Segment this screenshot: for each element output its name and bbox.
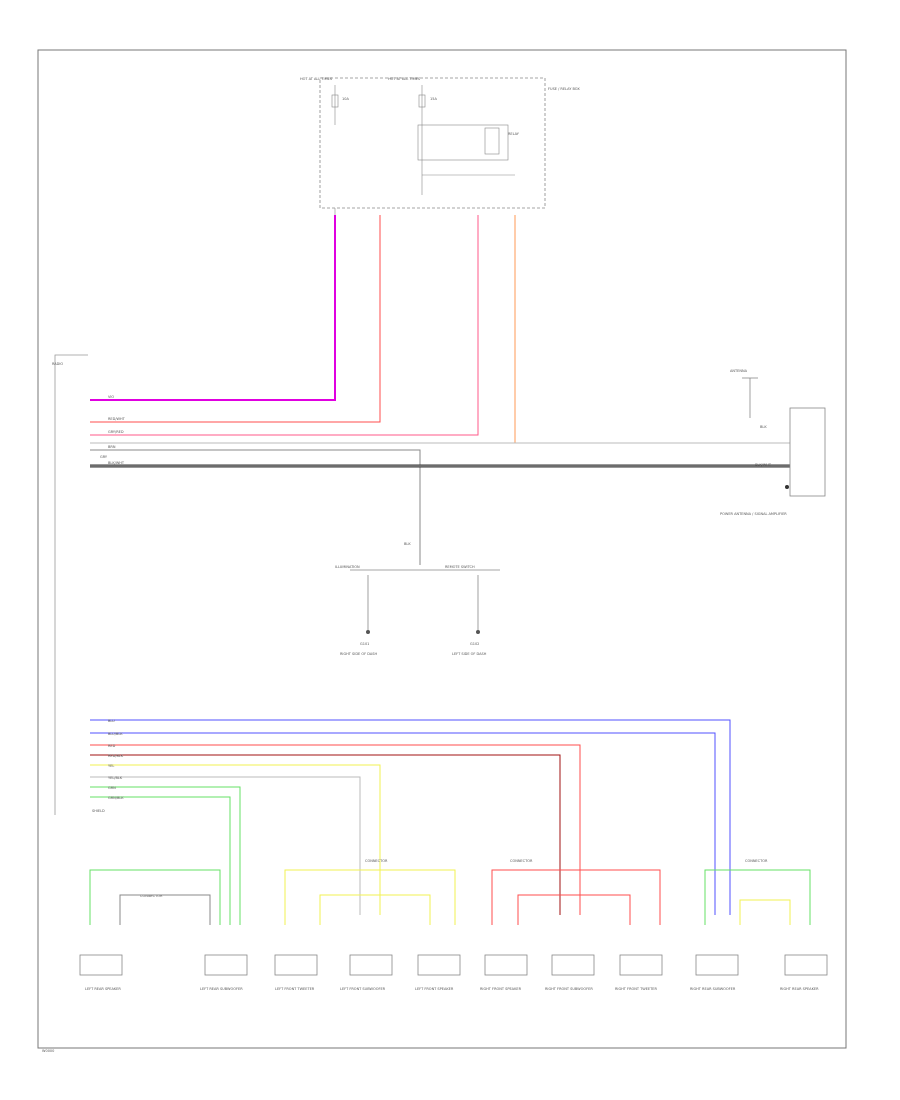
speaker-left-front-tweeter: LEFT FRONT TWEETER <box>274 954 318 991</box>
wire-label-violet: VIO <box>108 395 114 399</box>
wire-label-green: GRN <box>108 786 116 790</box>
wire-gray-red <box>90 215 479 436</box>
radio-connector: RADIO VIO RED/WHT GRY/RED BRN GRY BLK/WH… <box>52 354 126 815</box>
wire-label-black-white: BLK/WHT <box>108 461 125 465</box>
fuse-relay-box: HOT AT ALL TIMES HOT AT ALL TIMES 10A 15… <box>300 77 580 222</box>
wire-brown-down <box>90 449 421 565</box>
switch-left-label: ILLUMINATION <box>335 565 360 569</box>
speaker-left-front-subwoofer: LEFT FRONT SUBWOOFER <box>340 954 393 991</box>
fuse-box-caption: FUSE / RELAY BOX <box>548 87 580 91</box>
svg-text:RIGHT REAR SUBWOOFER: RIGHT REAR SUBWOOFER <box>690 987 736 991</box>
svg-text:LEFT REAR SUBWOOFER: LEFT REAR SUBWOOFER <box>200 987 243 991</box>
antenna-wire-a: BLK <box>760 425 767 429</box>
ground-right-id: G102 <box>470 642 479 646</box>
radio-caption: RADIO <box>52 362 63 366</box>
wire-red <box>90 744 581 915</box>
svg-text:RIGHT FRONT SPEAKER: RIGHT FRONT SPEAKER <box>480 987 522 991</box>
svg-text:LEFT FRONT SUBWOOFER: LEFT FRONT SUBWOOFER <box>340 987 386 991</box>
connector-label-2: CONNECTOR <box>510 859 533 863</box>
svg-text:RIGHT FRONT SUBWOOFER: RIGHT FRONT SUBWOOFER <box>545 987 593 991</box>
antenna-label: ANTENNA <box>730 369 748 373</box>
svg-text:RIGHT FRONT TWEETER: RIGHT FRONT TWEETER <box>615 987 657 991</box>
wire-label-shield: SHIELD <box>92 809 105 813</box>
fuse-a-label: 10A <box>342 97 349 101</box>
antenna-caption: POWER ANTENNA / SIGNAL AMPLIFIER <box>720 512 787 516</box>
wire-yellow-black <box>90 776 361 915</box>
svg-text:LEFT FRONT TWEETER: LEFT FRONT TWEETER <box>275 987 315 991</box>
wire-label-yellow: YEL <box>108 764 114 768</box>
wire-label-blue: BLU <box>108 719 115 723</box>
ground-left-caption: RIGHT SIDE OF DASH <box>340 652 377 656</box>
speaker-right-front: RIGHT FRONT SPEAKER <box>480 954 528 991</box>
wire-label-blue-black: BLU/BLK <box>108 732 123 736</box>
relay-coil <box>484 127 500 155</box>
wire-label-red-black: RED/BLK <box>108 754 124 758</box>
wire-label-green-black: GRN/BLK <box>108 796 124 800</box>
middle-section: BLK ILLUMINATION REMOTE SWITCH G101 G102… <box>335 542 500 656</box>
connector-label-3: CONNECTOR <box>745 859 768 863</box>
ground-left-id: G101 <box>360 642 369 646</box>
svg-text:LEFT FRONT SPEAKER: LEFT FRONT SPEAKER <box>415 987 454 991</box>
fuse-label-left: HOT AT ALL TIMES <box>300 77 333 81</box>
speaker-left-front: LEFT FRONT SPEAKER <box>415 954 461 991</box>
connector-label-1: CONNECTOR <box>365 859 388 863</box>
ground-g102-icon <box>476 630 480 634</box>
footer-code: W0000 <box>42 1049 54 1053</box>
wire-yellow <box>90 764 381 915</box>
wire-label-brown: BRN <box>108 445 116 449</box>
antenna-wire-b: BLK/WHT <box>755 463 772 467</box>
antenna-unit: ANTENNA BLK BLK/WHT POWER ANTENNA / SIGN… <box>720 369 826 516</box>
wire-red-black <box>90 754 561 915</box>
antenna-ground <box>785 485 789 489</box>
wire-blue-black <box>90 732 716 915</box>
svg-text:LEFT REAR SPEAKER: LEFT REAR SPEAKER <box>85 987 121 991</box>
ground-right-caption: LEFT SIDE OF DASH <box>452 652 487 656</box>
wire-red-white <box>90 215 381 423</box>
wire-green-black <box>90 796 231 925</box>
wire-violet <box>90 215 336 401</box>
speaker-harness: BLU BLU/BLK RED RED/BLK YEL YEL/BLK GRN … <box>79 719 828 991</box>
switch-right-label: REMOTE SWITCH <box>445 565 475 569</box>
relay-caption: RELAY <box>508 132 520 136</box>
speaker-right-rear: RIGHT REAR SPEAKER <box>780 954 828 991</box>
svg-text:RIGHT REAR SPEAKER: RIGHT REAR SPEAKER <box>780 987 819 991</box>
wire-blue <box>90 719 731 915</box>
fuse-label-right: HOT AT ALL TIMES <box>388 77 421 81</box>
wire-label-gray-red: GRY/RED <box>108 430 124 434</box>
supply-wires <box>90 215 790 565</box>
ground-g101-icon <box>366 630 370 634</box>
speaker-left-rear-subwoofer: LEFT REAR SUBWOOFER <box>200 954 248 991</box>
fuse-b-label: 15A <box>430 97 437 101</box>
connector-label-4: CONNECTOR <box>140 894 163 898</box>
diagram-frame <box>37 49 847 1049</box>
wire-label-gray: GRY <box>100 455 108 459</box>
middle-wire-label: BLK <box>404 542 411 546</box>
wire-green <box>90 786 241 925</box>
speaker-right-front-subwoofer: RIGHT FRONT SUBWOOFER <box>545 954 595 991</box>
speaker-left-rear: LEFT REAR SPEAKER <box>79 954 123 991</box>
wire-label-red-white: RED/WHT <box>108 417 126 421</box>
speaker-right-front-tweeter: RIGHT FRONT TWEETER <box>615 954 663 991</box>
wire-label-yellow-black: YEL/BLK <box>108 776 123 780</box>
speaker-right-rear-subwoofer: RIGHT REAR SUBWOOFER <box>690 954 739 991</box>
wire-label-red: RED <box>108 744 116 748</box>
